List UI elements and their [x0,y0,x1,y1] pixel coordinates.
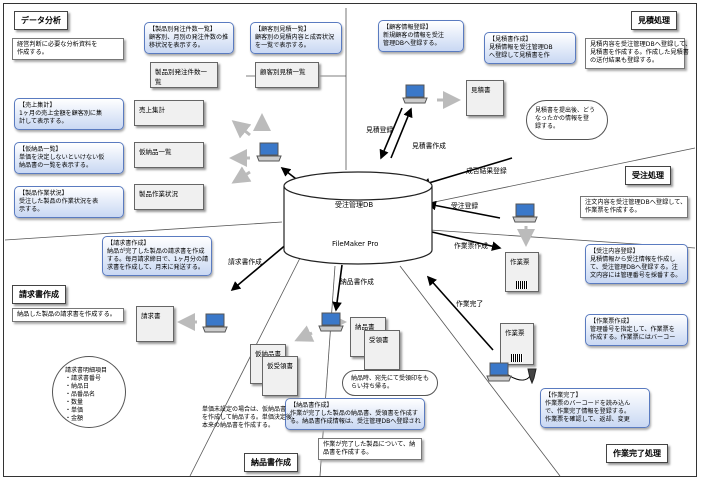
blue-delivery-make: 【納品書作成】作業が完了した製品の納品書、受領書を作成する。納品書作成情報は、受… [285,398,425,430]
section-estimate: 見積処理 [631,11,677,30]
diagram-frame [3,3,697,477]
section-data-analysis: データ分析 [14,11,68,30]
laptop-icon [318,312,344,332]
blue-status: 【製品作業状況】受注した製品の作業状況を表示する。 [14,186,124,218]
doc-invoice: 請求書 [136,306,174,342]
barcode-icon [516,281,528,289]
doc-estimate: 見積書 [466,80,504,116]
doc-estimate-list: 顧客別見積一覧 [255,62,319,88]
barcode-icon [511,354,523,362]
label-work-done: 作業完了 [456,300,484,308]
blue-order-reg: 【受注内容登録】見積情報から受注情報を作成して、受注管理DBへ登録する。注文内容… [585,244,688,284]
database-cylinder [283,171,433,265]
blue-parts: 【仮納品一覧】単価を決定しないといけない仮納品書の一覧を表示する。 [14,142,124,174]
blue-work-make: 【作業票作成】管理番号を指定して、作業票を作成する。作業票にはバーコー [585,314,688,346]
section-work-done: 作業完了処理 [606,444,668,463]
label-estimate-reg: 見積登録 [366,126,394,134]
laptop-icon [256,142,282,162]
section-delivery: 納品書作成 [244,453,298,472]
note-estimate: 見積内容を受注管理DBへ登録して、見積書を作成する。作成した見積書の送付結果も登… [585,38,691,69]
label-invoice-doc: 請求書作成 [228,258,262,266]
database-title: 受注管理DB [335,201,374,209]
blue-sales: 【売上集計】1ヶ月の売上金額を顧客別に集計して表示する。 [14,98,124,130]
laptop-icon [402,84,428,104]
blue-billing-make: 【請求書作成】納品が完了した製品の請求書を作成する。毎月請求締日で、1ヶ月分の請… [102,236,212,276]
label-estimate-doc: 見積書作成 [412,142,446,150]
label-result-reg: 成否結果登録 [466,167,507,175]
doc-status: 製品作業状況 [134,184,204,210]
doc-work-slip-2: 作業票 [500,323,534,365]
bubble-delivery-receipt: 納品時、宛先にて受領印をもらい持ち帰る。 [342,370,438,396]
blue-part-count: 【製品別発注件数一覧】顧客別、月別の発注件数の推移状況を表示する。 [144,22,234,54]
doc-receipt: 受領書 [364,330,400,370]
laptop-icon [486,362,512,382]
doc-sales: 売上集計 [134,100,204,126]
blue-work-done: 【作業完了】作業票のバーコードを読み込んで、作業完了情報を登録する。作業票を確認… [540,388,650,428]
blue-estimate-list: 【顧客別見積一覧】顧客別の見積内容と成否状況を一覧で表示する。 [250,22,342,54]
barcode-reader-icon [527,368,537,384]
section-order: 受注処理 [625,166,671,185]
doc-parts: 仮納品一覧 [134,142,204,168]
note-delivery: 作業が完了した製品について、納品書を作成する。 [318,438,422,461]
label-delivery-doc: 納品書作成 [340,278,374,286]
section-billing: 請求書作成 [12,285,66,304]
doc-work-slip-1: 作業票 [505,252,539,292]
note-order: 注文内容を受注管理DBへ登録して、作業票を作成する。 [580,196,688,219]
note-billing: 納品した製品の請求書を作成する。 [12,308,124,323]
laptop-icon [512,203,538,223]
database-product: FileMaker Pro [332,240,379,248]
note-temp-delivery: 単価未設定の場合は、仮納品書を作成して納品する。単価決定後、本来の納品書を作成す… [202,406,298,429]
laptop-icon [202,313,228,333]
note-analysis: 経営判断に必要な分析資料を作成する。 [12,38,124,61]
doc-temp-receipt: 仮受領書 [262,356,298,396]
label-order-reg: 受注登録 [451,202,479,210]
label-work-doc: 作業票作成 [454,242,488,250]
bubble-invoice-items: 請求書明細項目・請求書番号・納品日・品番品名・数量・単価・金額 [52,356,126,428]
bubble-estimate-result: 見積書を提出後、どうなったかの情報を登録する。 [526,100,608,140]
blue-customer-reg: 【顧客情報登録】新規顧客の情報を受注管理DBへ登録する。 [378,20,464,52]
doc-part-count: 製品別発注件数一覧 [150,62,218,88]
